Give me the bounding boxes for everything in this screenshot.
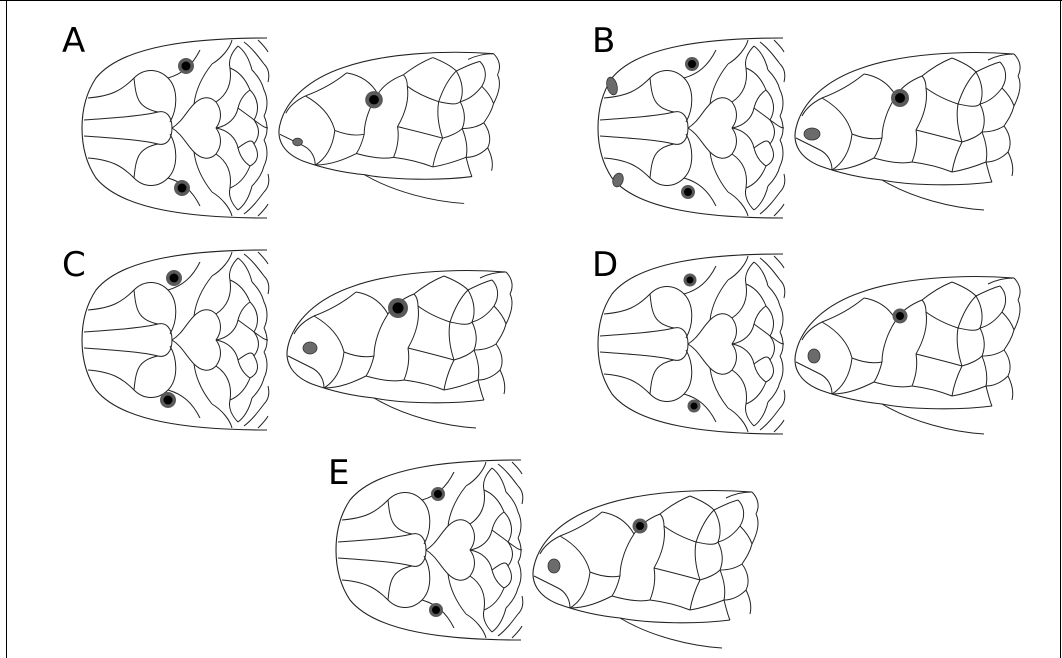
panel-c: C (62, 245, 512, 430)
eye-icon (178, 58, 194, 74)
eye-icon (685, 57, 699, 71)
nostril-icon (804, 128, 820, 140)
eye-icon (893, 309, 908, 324)
panel-c-label: C (62, 245, 86, 285)
nostril-icon (548, 559, 560, 573)
eye-icon (429, 603, 443, 617)
eye-icon (891, 89, 909, 107)
panel-e-label: E (328, 453, 349, 493)
panel-a-lateral-view (279, 52, 500, 203)
panel-c-dorsal-view (82, 250, 269, 430)
panel-d-label: D (592, 245, 618, 285)
eye-icon (174, 180, 190, 196)
eye-icon (688, 400, 701, 413)
panel-d-lateral-view (795, 277, 1020, 434)
panel-b-label: B (592, 21, 615, 61)
panel-e-dorsal-view (336, 460, 523, 640)
nostril-icon (303, 342, 317, 354)
panel-e-lateral-view (533, 491, 758, 648)
eye-icon (684, 274, 697, 287)
eye-icon (388, 298, 408, 318)
panel-b: B (592, 21, 1020, 218)
panel-d-dorsal-view (598, 254, 785, 434)
nostril-icon (293, 138, 303, 146)
panel-d: D (592, 245, 1020, 434)
nostril-icon (808, 349, 820, 363)
eye-icon (633, 519, 648, 534)
panel-b-dorsal-view (598, 38, 785, 218)
panel-c-lateral-view (287, 271, 512, 428)
panel-a-dorsal-view (82, 38, 269, 218)
eye-icon (365, 91, 383, 108)
eye-icon (431, 487, 445, 501)
eye-icon (166, 270, 182, 286)
panel-e: E (328, 453, 758, 648)
panel-a-label: A (62, 21, 85, 61)
panel-a: A (62, 21, 500, 218)
panel-b-lateral-view (795, 53, 1020, 210)
eye-icon (681, 185, 695, 199)
eye-icon (160, 392, 176, 408)
